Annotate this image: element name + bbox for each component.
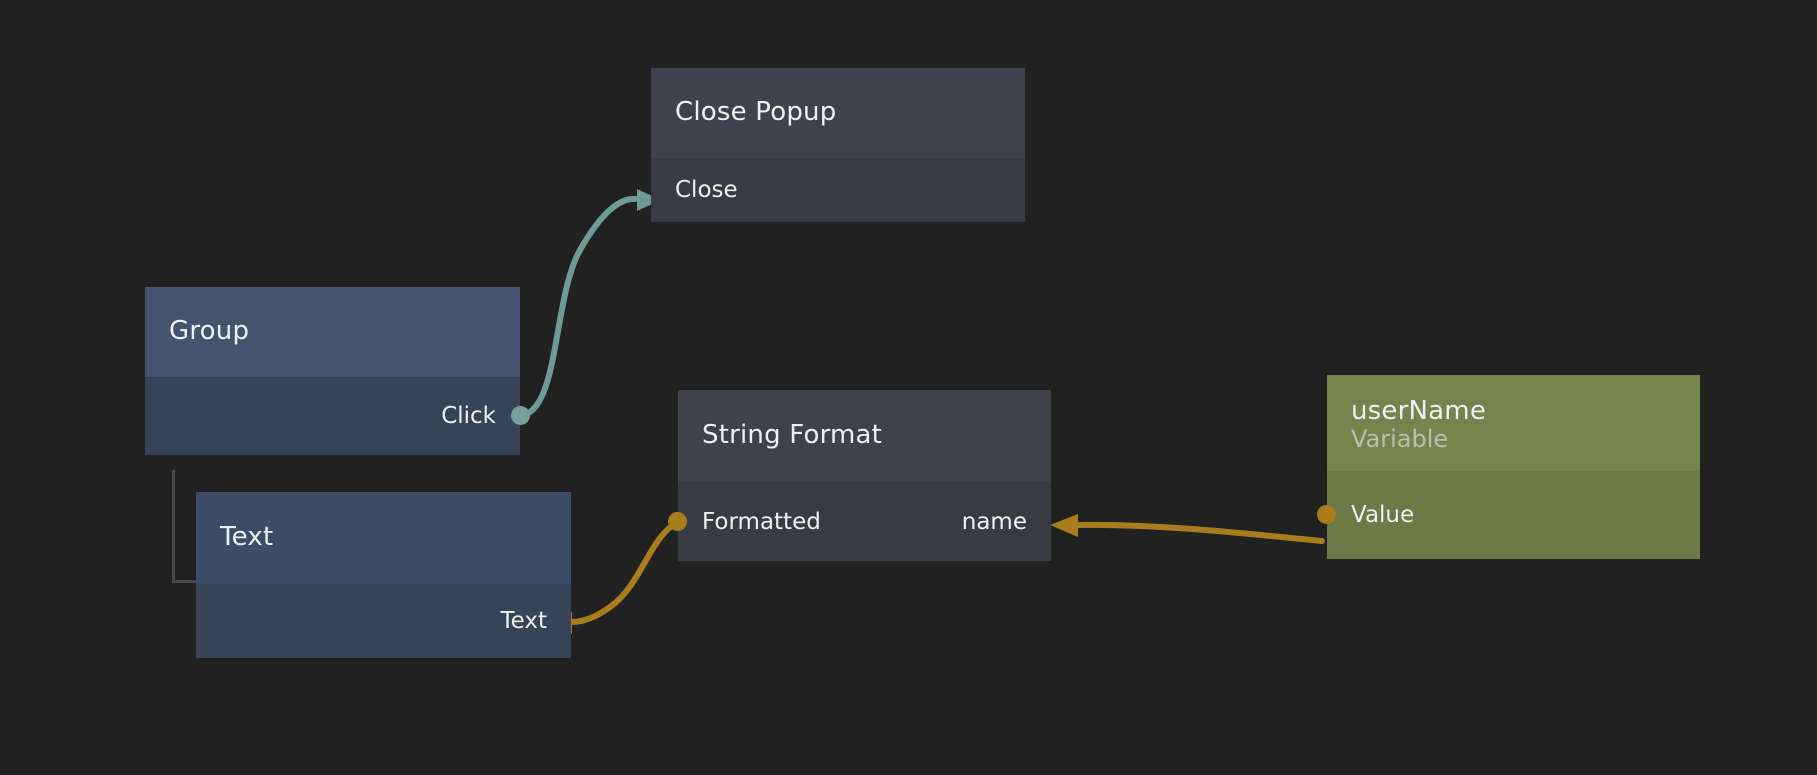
node-text-body[interactable]: Text xyxy=(196,584,571,658)
node-close-popup[interactable]: Close Popup Close xyxy=(651,68,1025,222)
node-username-body[interactable]: Value xyxy=(1317,471,1700,559)
node-close-popup-title: Close Popup xyxy=(675,97,837,128)
wire-click-to-close xyxy=(515,189,661,419)
parent-child-bracket xyxy=(172,470,209,583)
node-string-format[interactable]: String Format Formatted name xyxy=(668,390,1051,561)
port-row-value[interactable]: Value xyxy=(1327,471,1700,559)
port-dot-value[interactable] xyxy=(1317,505,1336,524)
node-close-popup-header[interactable]: Close Popup xyxy=(651,68,1025,158)
wire-value-to-name xyxy=(1050,514,1325,544)
node-text-header[interactable]: Text xyxy=(196,492,571,584)
node-username-subtitle: Variable xyxy=(1351,425,1449,454)
port-label-click: Click xyxy=(441,403,496,429)
node-text-title: Text xyxy=(220,522,274,553)
node-group-title: Group xyxy=(169,316,250,347)
node-username-title: userName xyxy=(1351,396,1487,426)
node-text[interactable]: Text Text xyxy=(196,492,571,658)
port-dot-formatted[interactable] xyxy=(668,512,687,531)
node-close-popup-body[interactable]: Close xyxy=(651,158,1025,222)
port-label-formatted: Formatted xyxy=(702,508,821,535)
node-group-header[interactable]: Group xyxy=(145,287,520,377)
node-username-header[interactable]: userName Variable xyxy=(1327,375,1700,471)
port-label-text: Text xyxy=(500,608,547,634)
node-username-variable[interactable]: userName Variable Value xyxy=(1317,375,1700,559)
port-label-name: name xyxy=(961,508,1027,535)
port-row-text[interactable]: Text xyxy=(196,584,571,658)
node-string-format-title: String Format xyxy=(702,420,883,451)
node-string-format-header[interactable]: String Format xyxy=(678,390,1051,482)
node-group-body[interactable]: Click xyxy=(145,377,530,455)
port-row-click[interactable]: Click xyxy=(145,377,520,455)
port-label-close: Close xyxy=(675,177,738,203)
port-row-close[interactable]: Close xyxy=(651,158,1025,222)
node-string-format-body[interactable]: Formatted name xyxy=(668,482,1051,561)
node-group[interactable]: Group Click xyxy=(145,287,530,455)
port-label-value: Value xyxy=(1351,502,1415,528)
port-row-formatted-name[interactable]: Formatted name xyxy=(678,482,1051,561)
port-dot-click[interactable] xyxy=(511,406,530,425)
